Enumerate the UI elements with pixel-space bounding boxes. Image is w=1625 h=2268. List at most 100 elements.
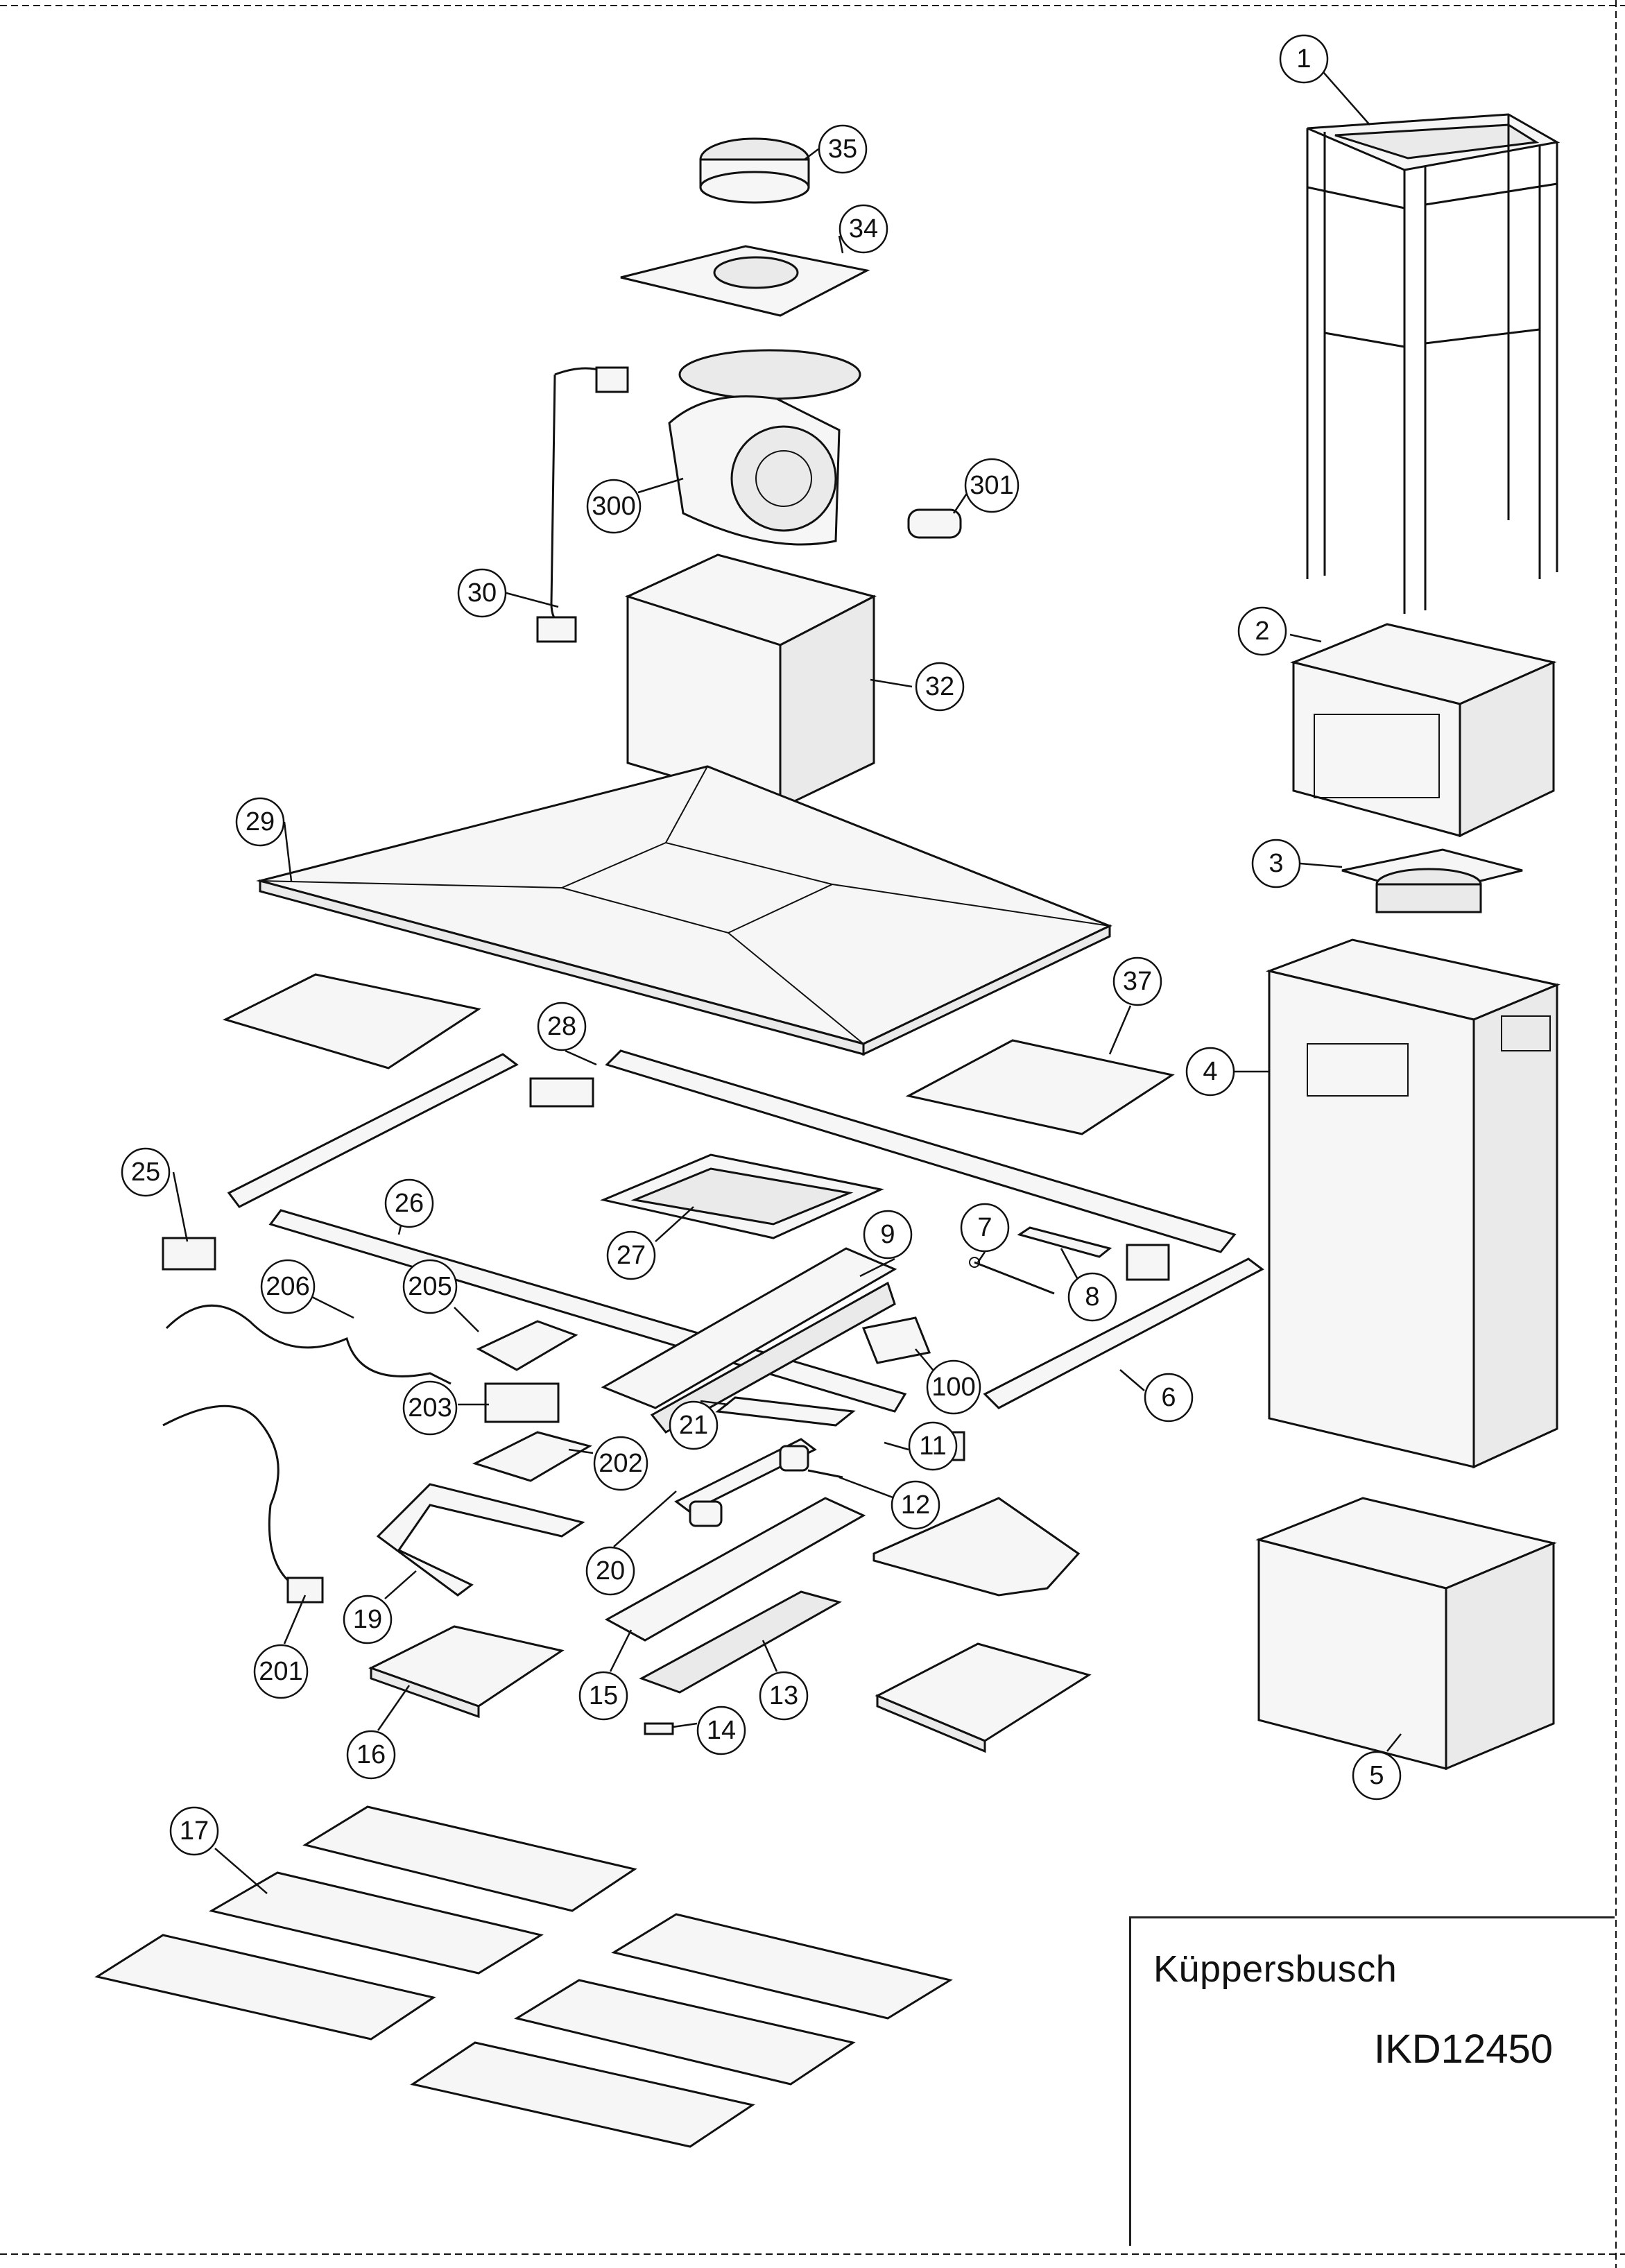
svg-text:100: 100 bbox=[931, 1373, 975, 1402]
svg-text:14: 14 bbox=[707, 1716, 736, 1745]
svg-text:37: 37 bbox=[1123, 967, 1152, 996]
svg-text:301: 301 bbox=[970, 471, 1013, 500]
callout-26: 26 bbox=[384, 1178, 434, 1228]
callout-301: 301 bbox=[964, 458, 1020, 513]
svg-text:8: 8 bbox=[1085, 1282, 1099, 1312]
part-channel-15 bbox=[604, 1497, 866, 1642]
svg-text:201: 201 bbox=[259, 1657, 302, 1686]
svg-text:27: 27 bbox=[617, 1241, 646, 1270]
callout-37: 37 bbox=[1112, 956, 1162, 1006]
svg-text:29: 29 bbox=[246, 807, 275, 836]
part-chassis-9 bbox=[601, 1247, 897, 1434]
callout-19: 19 bbox=[343, 1595, 393, 1644]
part-bracket-28 bbox=[529, 1077, 594, 1108]
part-rod-12 bbox=[807, 1469, 843, 1479]
part-switch-203 bbox=[484, 1382, 560, 1423]
part-board-205 bbox=[476, 1320, 578, 1371]
part-cover-left bbox=[222, 973, 481, 1069]
svg-text:15: 15 bbox=[589, 1681, 618, 1710]
part-frame-27 bbox=[600, 1153, 884, 1239]
callout-21: 21 bbox=[669, 1400, 719, 1450]
callout-9: 9 bbox=[863, 1210, 913, 1260]
part-frame-1 bbox=[1306, 113, 1560, 614]
part-filters-17 bbox=[94, 1805, 953, 2148]
svg-text:28: 28 bbox=[547, 1012, 576, 1041]
callout-300: 300 bbox=[586, 479, 642, 534]
svg-text:203: 203 bbox=[408, 1393, 452, 1423]
part-bracket-right bbox=[1126, 1244, 1170, 1281]
svg-text:17: 17 bbox=[180, 1816, 209, 1846]
callout-12: 12 bbox=[891, 1480, 940, 1530]
callout-25: 25 bbox=[121, 1147, 171, 1197]
part-flange-3 bbox=[1341, 848, 1523, 913]
callout-16: 16 bbox=[346, 1730, 396, 1780]
svg-text:202: 202 bbox=[599, 1449, 642, 1478]
svg-text:32: 32 bbox=[925, 672, 954, 701]
part-cover-37 bbox=[905, 1039, 1175, 1135]
callout-32: 32 bbox=[915, 662, 965, 712]
part-rail-28 bbox=[605, 1049, 1237, 1253]
callout-13: 13 bbox=[759, 1671, 809, 1721]
callout-11: 11 bbox=[908, 1421, 958, 1471]
svg-text:35: 35 bbox=[828, 135, 857, 164]
part-box-202 bbox=[472, 1431, 592, 1482]
part-cable-30 bbox=[536, 366, 629, 643]
part-knob-11 bbox=[779, 1445, 809, 1472]
brand-name: Küppersbusch bbox=[1153, 1948, 1398, 1990]
svg-text:6: 6 bbox=[1161, 1383, 1176, 1412]
callout-14: 14 bbox=[696, 1706, 746, 1755]
callout-202: 202 bbox=[593, 1436, 648, 1491]
callout-34: 34 bbox=[839, 204, 888, 254]
part-lower-chimney-5 bbox=[1255, 1497, 1557, 1771]
callout-20: 20 bbox=[585, 1546, 635, 1596]
callout-8: 8 bbox=[1067, 1272, 1117, 1322]
svg-text:20: 20 bbox=[596, 1556, 625, 1586]
svg-text:25: 25 bbox=[131, 1158, 160, 1187]
callout-2: 2 bbox=[1237, 606, 1287, 656]
svg-text:30: 30 bbox=[467, 578, 497, 608]
callout-27: 27 bbox=[606, 1230, 656, 1280]
svg-text:4: 4 bbox=[1203, 1057, 1217, 1086]
part-canopy-29 bbox=[256, 765, 1112, 1056]
part-box-2 bbox=[1290, 623, 1557, 838]
part-clip-14 bbox=[644, 1722, 674, 1735]
part-strip-13 bbox=[639, 1590, 842, 1694]
part-clip-25 bbox=[162, 1237, 216, 1271]
callout-205: 205 bbox=[402, 1259, 458, 1314]
part-cable-206 bbox=[165, 1304, 452, 1385]
callout-30: 30 bbox=[457, 568, 507, 618]
callout-5: 5 bbox=[1352, 1751, 1402, 1801]
part-chimney-4 bbox=[1265, 938, 1560, 1469]
callout-28: 28 bbox=[537, 1002, 587, 1051]
part-bar-8 bbox=[1017, 1226, 1112, 1258]
callout-3: 3 bbox=[1251, 839, 1301, 888]
callout-201: 201 bbox=[253, 1644, 309, 1699]
callout-17: 17 bbox=[169, 1806, 219, 1856]
part-tray-right bbox=[875, 1642, 1092, 1753]
svg-text:12: 12 bbox=[901, 1490, 930, 1520]
svg-text:1: 1 bbox=[1296, 44, 1311, 74]
svg-text:205: 205 bbox=[408, 1272, 452, 1301]
part-panel-right bbox=[872, 1497, 1081, 1597]
part-knob-left bbox=[689, 1500, 723, 1527]
part-control-100 bbox=[861, 1316, 931, 1364]
svg-text:3: 3 bbox=[1269, 849, 1283, 878]
callout-35: 35 bbox=[818, 124, 868, 174]
svg-text:13: 13 bbox=[769, 1681, 798, 1710]
svg-text:11: 11 bbox=[919, 1432, 946, 1461]
svg-text:2: 2 bbox=[1255, 617, 1269, 646]
callout-100: 100 bbox=[926, 1359, 981, 1415]
svg-text:7: 7 bbox=[977, 1213, 992, 1242]
svg-text:16: 16 bbox=[356, 1740, 386, 1769]
part-collar-35 bbox=[699, 137, 810, 204]
callout-1: 1 bbox=[1279, 34, 1329, 84]
svg-text:34: 34 bbox=[849, 214, 878, 243]
part-motor-300 bbox=[668, 349, 861, 546]
part-tray-16 bbox=[368, 1625, 565, 1719]
callout-4: 4 bbox=[1185, 1047, 1235, 1097]
part-plate-34 bbox=[620, 245, 870, 317]
part-duct-32 bbox=[624, 553, 877, 810]
callout-29: 29 bbox=[235, 797, 285, 847]
model-number: IKD12450 bbox=[1374, 2027, 1553, 2072]
